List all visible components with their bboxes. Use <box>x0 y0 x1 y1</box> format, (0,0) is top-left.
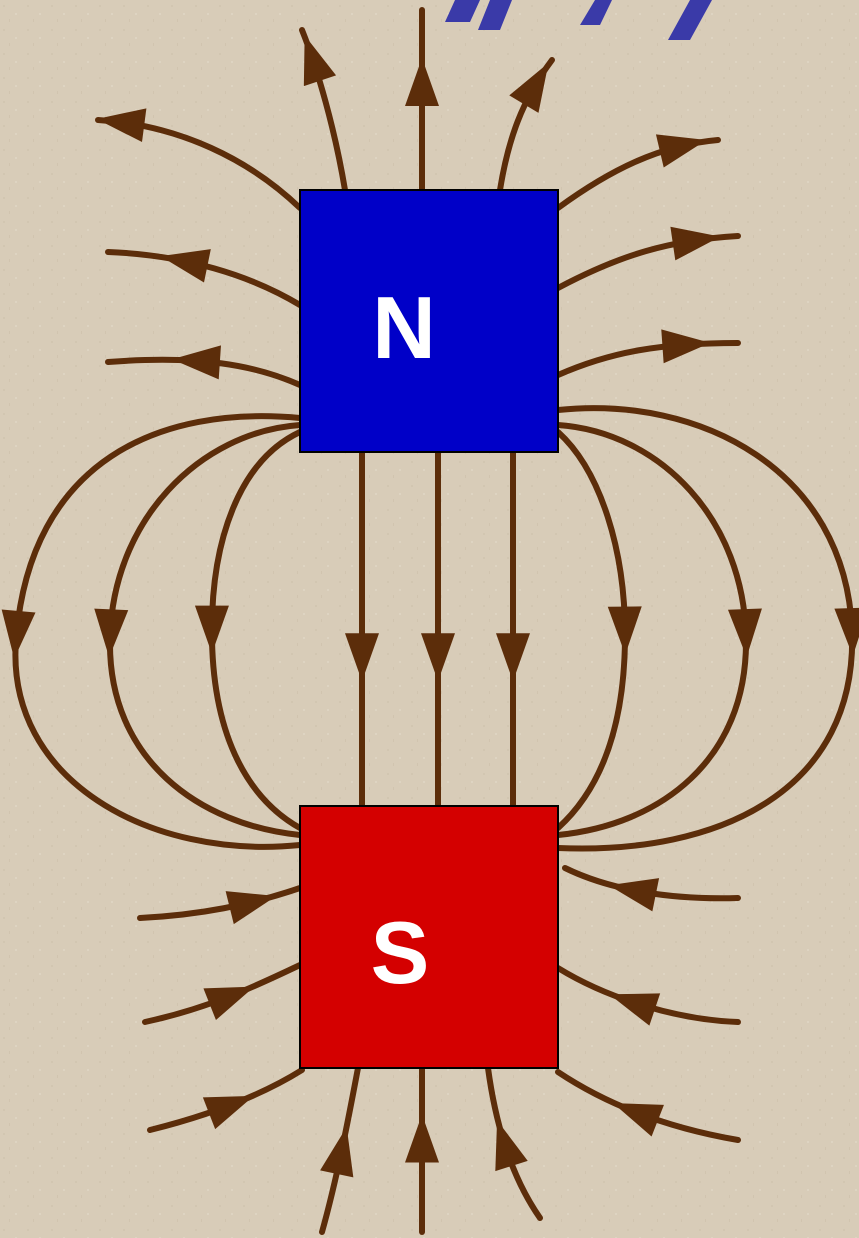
field-direction-arrow-icon <box>727 608 762 658</box>
field-direction-arrow-icon <box>655 134 707 168</box>
field-direction-arrow-icon <box>613 1103 664 1137</box>
field-direction-arrow-icon <box>1 609 36 659</box>
field-direction-arrow-icon <box>345 633 379 682</box>
field-arrows <box>1 35 859 1178</box>
south-pole-block <box>299 805 559 1069</box>
field-direction-arrow-icon <box>303 35 337 87</box>
field-direction-arrow-icon <box>203 986 255 1021</box>
field-direction-arrow-icon <box>405 1114 439 1163</box>
field-direction-arrow-icon <box>225 891 277 925</box>
field-direction-arrow-icon <box>320 1126 354 1178</box>
field-direction-arrow-icon <box>608 878 660 912</box>
field-direction-arrow-icon <box>607 606 642 655</box>
north-pole-label: N <box>372 278 436 377</box>
field-direction-arrow-icon <box>609 993 661 1026</box>
field-direction-arrow-icon <box>421 633 455 682</box>
field-direction-arrow-icon <box>495 1120 528 1172</box>
field-lines <box>12 7 856 1235</box>
field-direction-arrow-icon <box>160 249 211 283</box>
north-pole-block <box>299 189 559 453</box>
field-direction-arrow-icon <box>509 62 549 113</box>
field-direction-arrow-icon <box>661 329 711 364</box>
field-line <box>555 340 741 378</box>
field-line <box>105 249 303 308</box>
field-direction-arrow-icon <box>202 1095 254 1130</box>
heading-fragment <box>445 0 712 40</box>
field-line <box>105 356 303 388</box>
field-direction-arrow-icon <box>96 108 147 143</box>
field-direction-arrow-icon <box>834 607 859 657</box>
south-pole-label: S <box>371 903 430 1002</box>
south-pole-magnet: S <box>299 805 559 1069</box>
field-direction-arrow-icon <box>496 633 530 682</box>
field-direction-arrow-icon <box>94 608 129 658</box>
field-direction-arrow-icon <box>194 605 229 654</box>
field-direction-arrow-icon <box>405 58 439 106</box>
field-direction-arrow-icon <box>171 345 221 380</box>
field-line <box>137 885 303 921</box>
north-pole-magnet: N <box>299 189 559 453</box>
field-direction-arrow-icon <box>670 226 721 261</box>
